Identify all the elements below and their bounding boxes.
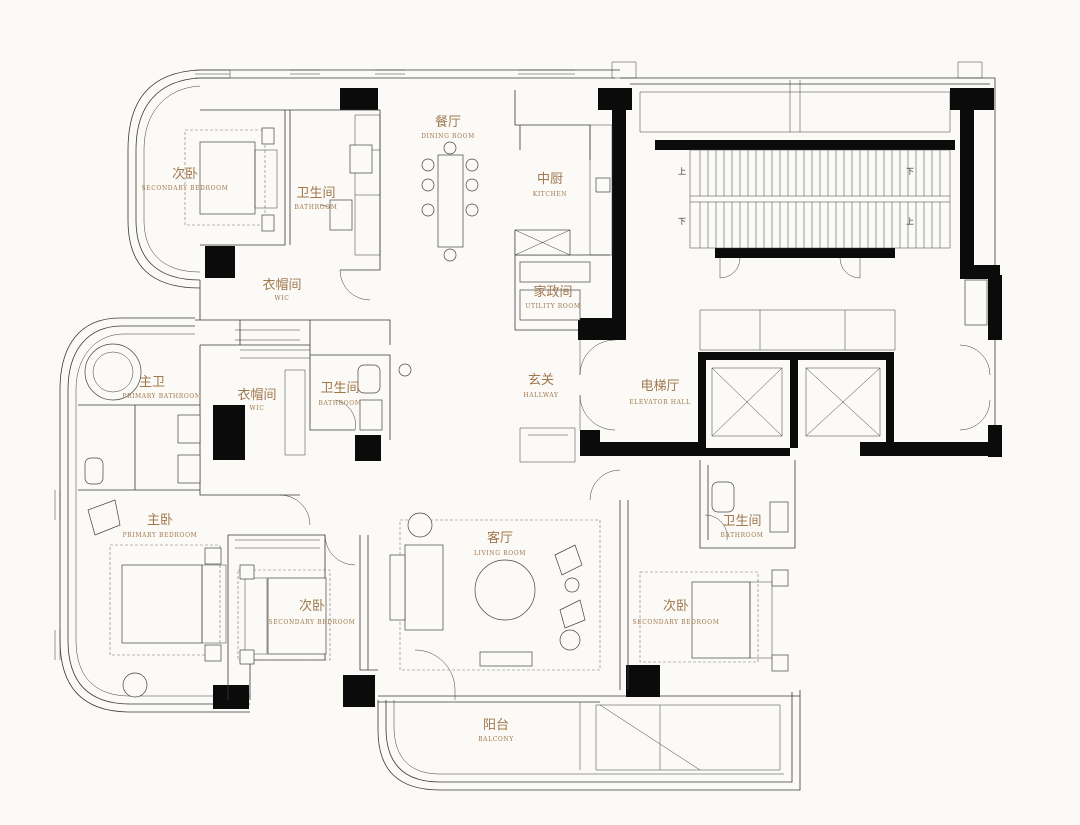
room-sublabel-bathroom-nw: BATHROOM [295,204,338,211]
room-sublabel-primary-bathroom: PRIMARY BATHROOM [122,393,201,400]
room-sublabel-primary-bedroom: PRIMARY BEDROOM [123,532,198,539]
room-labels: 次卧 SECONDARY BEDROOM 卫生间 BATHROOM 餐厅 DIN… [122,114,763,743]
room-label-bathroom-east: 卫生间 [722,514,761,529]
stair-direction-marks: 上 下 下 上 [678,167,914,226]
room-label-utility-room: 家政间 [533,284,572,300]
room-label-secondary-bedroom-se: 次卧 [663,598,689,614]
room-label-primary-bathroom: 主卫 [139,375,165,390]
room-label-primary-bedroom: 主卧 [147,513,173,528]
room-sublabel-balcony: BALCONY [478,736,514,743]
room-sublabel-utility-room: UTILITY ROOM [525,303,580,310]
door-swings [279,204,991,700]
room-sublabel-secondary-bedroom-nw: SECONDARY BEDROOM [142,185,229,192]
room-label-bathroom-nw: 卫生间 [296,186,335,201]
stair-mark-down-top: 下 [906,167,914,176]
structural-walls [205,88,1002,709]
staircase [689,149,951,249]
room-label-balcony: 阳台 [483,718,509,733]
room-sublabel-living-room: LIVING ROOM [474,550,526,557]
room-sublabel-elevator-hall: ELEVATOR HALL [629,399,690,406]
room-label-kitchen: 中厨 [537,172,563,187]
furniture [84,124,988,698]
room-sublabel-hallway: HALLWAY [523,392,559,399]
room-label-elevator-hall: 电梯厅 [640,379,679,394]
room-label-wic-center: 衣帽间 [237,387,276,403]
room-sublabel-dining-room: DINING ROOM [421,133,475,140]
room-sublabel-secondary-bedroom-se: SECONDARY BEDROOM [633,619,720,626]
room-label-wic-north: 衣帽间 [262,277,301,293]
windows [54,61,983,660]
room-sublabel-bathroom-east: BATHROOM [721,532,764,539]
room-sublabel-wic-center: WIC [250,405,265,412]
room-label-secondary-bedroom-sw: 次卧 [299,598,325,614]
stair-mark-up-bottom: 上 [906,217,914,226]
room-label-living-room: 客厅 [487,530,513,546]
room-label-dining-room: 餐厅 [435,114,461,130]
room-sublabel-secondary-bedroom-sw: SECONDARY BEDROOM [269,619,356,626]
room-label-secondary-bedroom-nw: 次卧 [172,166,198,182]
room-label-bathroom-center: 卫生间 [320,381,359,396]
room-label-hallway: 玄关 [528,373,554,388]
room-sublabel-wic-north: WIC [275,295,290,302]
stair-mark-down-bottom: 下 [678,217,686,226]
elevator-shafts [711,367,881,437]
room-sublabel-bathroom-center: BATHROOM [319,400,362,407]
room-sublabel-kitchen: KITCHEN [533,191,568,198]
stair-mark-up-top: 上 [678,167,686,176]
